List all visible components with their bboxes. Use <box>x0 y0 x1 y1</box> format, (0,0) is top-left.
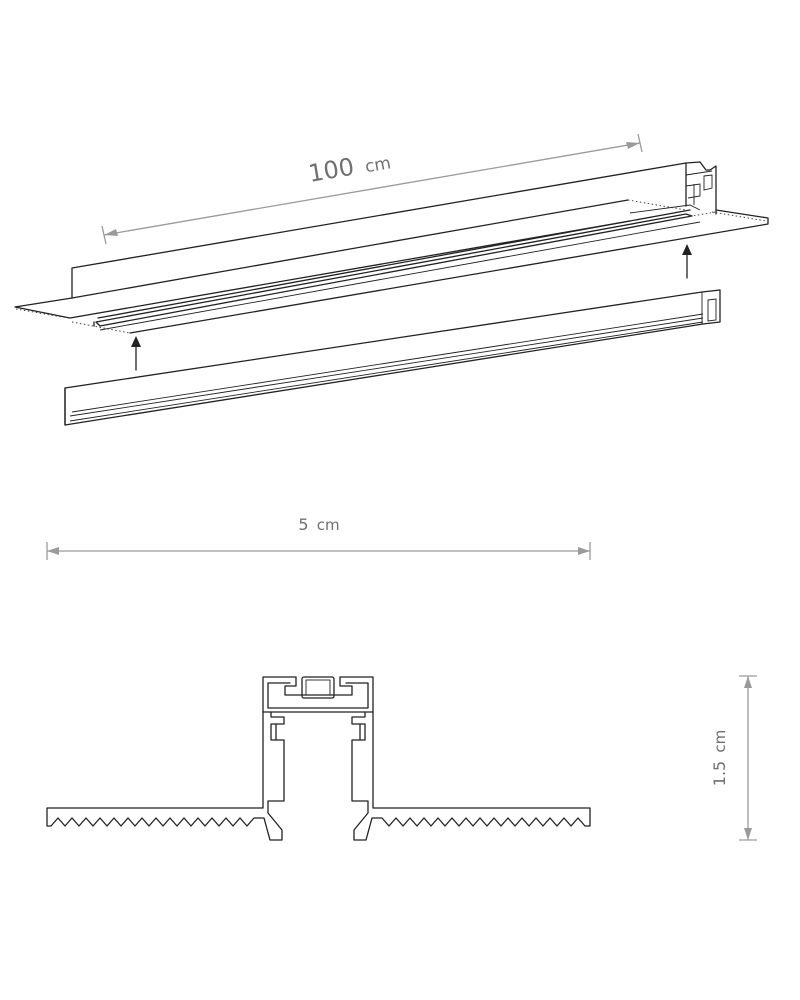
length-dimension-line <box>103 142 641 236</box>
width-dimension: 5 cm <box>46 515 591 560</box>
width-value: 5 <box>298 515 308 534</box>
height-arrowhead-bottom <box>744 828 752 840</box>
rail-groove-lip <box>99 204 701 331</box>
rail-flange-right <box>129 209 769 334</box>
arrow-left-icon <box>131 336 141 347</box>
diffuser-lens-lines <box>69 313 704 422</box>
length-label: 100 cm <box>306 146 392 188</box>
width-unit: cm <box>317 516 340 534</box>
section-outer-contour <box>46 676 591 841</box>
length-value: 100 <box>306 153 356 188</box>
section-connector-block <box>301 676 335 699</box>
diffuser-end-cap <box>701 292 717 324</box>
rail-end-cap <box>685 170 713 205</box>
height-label: 1.5 cm <box>710 730 729 786</box>
length-unit: cm <box>364 153 393 177</box>
height-value: 1.5 <box>710 761 729 786</box>
height-arrowhead-top <box>744 676 752 688</box>
length-arrowhead-left <box>104 229 118 236</box>
rail-groove-inner <box>93 209 691 327</box>
rail-flange-right-edge <box>627 199 767 222</box>
profile-rail-top <box>14 161 769 334</box>
length-dimension: 100 cm <box>101 133 643 245</box>
rail-flange-left-edge <box>15 308 69 319</box>
width-arrowhead-right <box>578 547 590 555</box>
profile-diffuser <box>64 289 721 426</box>
rail-flange-left <box>14 220 631 319</box>
width-label: 5 cm <box>298 515 339 534</box>
length-arrowhead-right <box>626 142 640 149</box>
arrow-right-icon <box>682 244 692 255</box>
profile-cross-section <box>46 676 591 841</box>
width-arrowhead-left <box>47 547 59 555</box>
section-inner-walls <box>262 682 374 741</box>
rail-groove-outer <box>95 213 693 327</box>
insertion-arrows <box>131 244 692 371</box>
height-unit: cm <box>711 730 729 753</box>
rail-channel-face <box>71 162 687 299</box>
section-connector-inner <box>305 679 331 696</box>
height-dimension: 1.5 cm <box>710 675 757 841</box>
rail-serrated-edge <box>71 211 717 334</box>
